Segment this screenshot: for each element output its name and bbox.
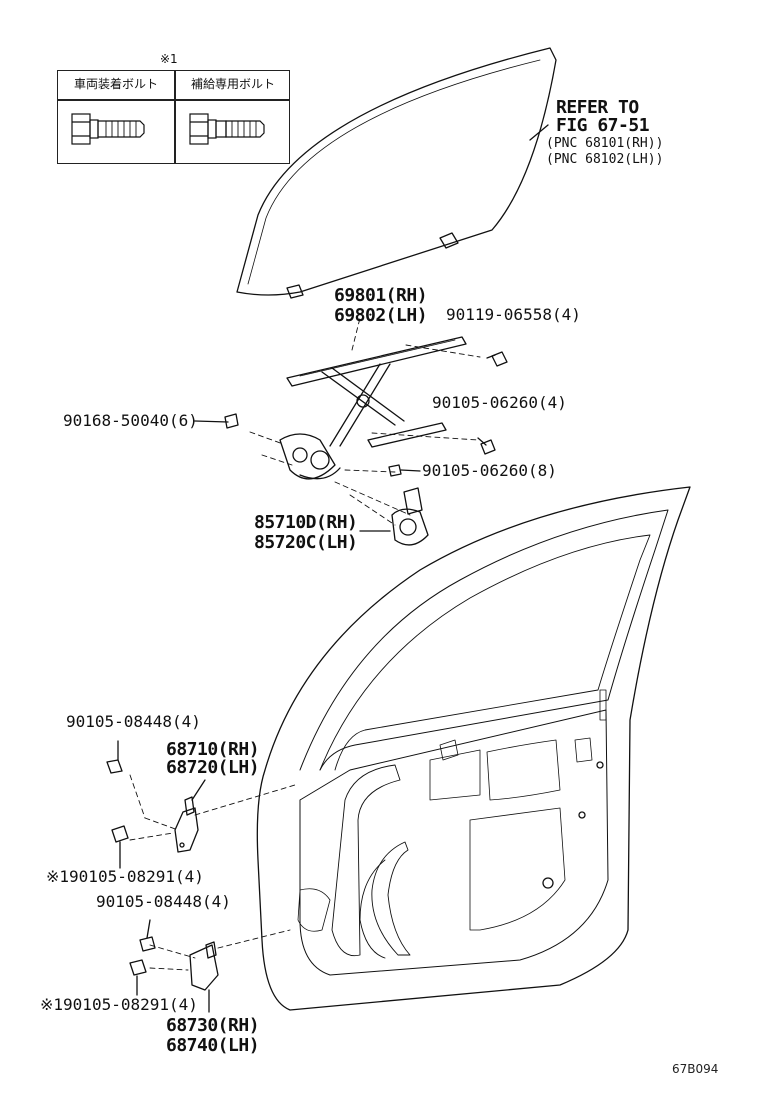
legend-col2-header: 補給専用ボルト	[190, 77, 275, 91]
refer-line3: (PNC 68101(RH))	[546, 136, 664, 151]
callout-bolt-90105-06260-a[interactable]: 90105-06260(4)	[432, 393, 567, 412]
refer-line4: (PNC 68102(LH))	[546, 152, 664, 167]
bolt-90119[interactable]	[486, 351, 508, 367]
door-frame[interactable]	[256, 486, 691, 1011]
refer-leader	[529, 124, 549, 141]
legend-bolt-icons	[71, 113, 265, 145]
bolt-90105-06260-a[interactable]	[477, 437, 496, 455]
lower-hinge[interactable]	[189, 941, 219, 991]
figure-code: 67B094	[672, 1062, 719, 1076]
callout-bolt-90119[interactable]: 90119-06558(4)	[446, 305, 581, 324]
legend-divider	[174, 71, 176, 163]
vehicle-bolt-icon	[71, 113, 145, 145]
callout-bolt-90105-06260-b[interactable]: 90105-06260(8)	[422, 461, 557, 480]
callout-hinge-lower-lh[interactable]: 68740(LH)	[166, 1035, 260, 1056]
upper-hinge-guides	[129, 774, 296, 841]
callout-motor-lh[interactable]: 85720C(LH)	[254, 532, 358, 553]
callout-hinge-lower-rh[interactable]: 68730(RH)	[166, 1015, 260, 1036]
callout-hinge-upper-rh[interactable]: 68710(RH)	[166, 739, 260, 760]
leader-90168	[194, 420, 229, 423]
window-motor[interactable]	[359, 487, 429, 546]
bolt-08291-upper[interactable]	[111, 825, 129, 869]
bolt-08448-lower[interactable]	[139, 919, 156, 952]
bolt-legend: 車両装着ボルト 補給専用ボルト	[57, 70, 290, 164]
door-glass[interactable]	[236, 47, 557, 299]
legend-mark: ※1	[160, 52, 178, 66]
callout-bolt-08291-upper[interactable]: ※190105-08291(4)	[46, 867, 204, 886]
bolt-90168[interactable]	[224, 413, 239, 429]
bolt-08448-upper[interactable]	[106, 740, 123, 774]
refer-line2[interactable]: FIG 67-51	[556, 115, 650, 136]
legend-divider	[58, 99, 289, 101]
callout-bolt-90168[interactable]: 90168-50040(6)	[63, 411, 198, 430]
callout-hinge-upper-lh[interactable]: 68720(LH)	[166, 757, 260, 778]
bolt-90105-06260-b[interactable]	[388, 464, 421, 477]
callout-bolt-08291-lower[interactable]: ※190105-08291(4)	[40, 995, 198, 1014]
callout-bolt-08448-upper[interactable]: 90105-08448(4)	[66, 712, 201, 731]
callout-regulator-rh[interactable]: 69801(RH)	[334, 285, 428, 306]
lower-hinge-guides	[149, 929, 291, 971]
window-regulator[interactable]	[279, 336, 467, 480]
service-bolt-icon	[189, 113, 265, 145]
regulator-guides	[249, 317, 481, 526]
callout-regulator-lh[interactable]: 69802(LH)	[334, 305, 428, 326]
bolt-08291-lower[interactable]	[129, 959, 147, 996]
callout-motor-rh[interactable]: 85710D(RH)	[254, 512, 358, 533]
callout-bolt-08448-lower[interactable]: 90105-08448(4)	[96, 892, 231, 911]
refer-line1: REFER TO	[556, 97, 639, 118]
leader-upper-hinge	[191, 779, 206, 801]
legend-col1-header: 車両装着ボルト	[73, 77, 158, 91]
upper-hinge[interactable]	[174, 796, 199, 853]
